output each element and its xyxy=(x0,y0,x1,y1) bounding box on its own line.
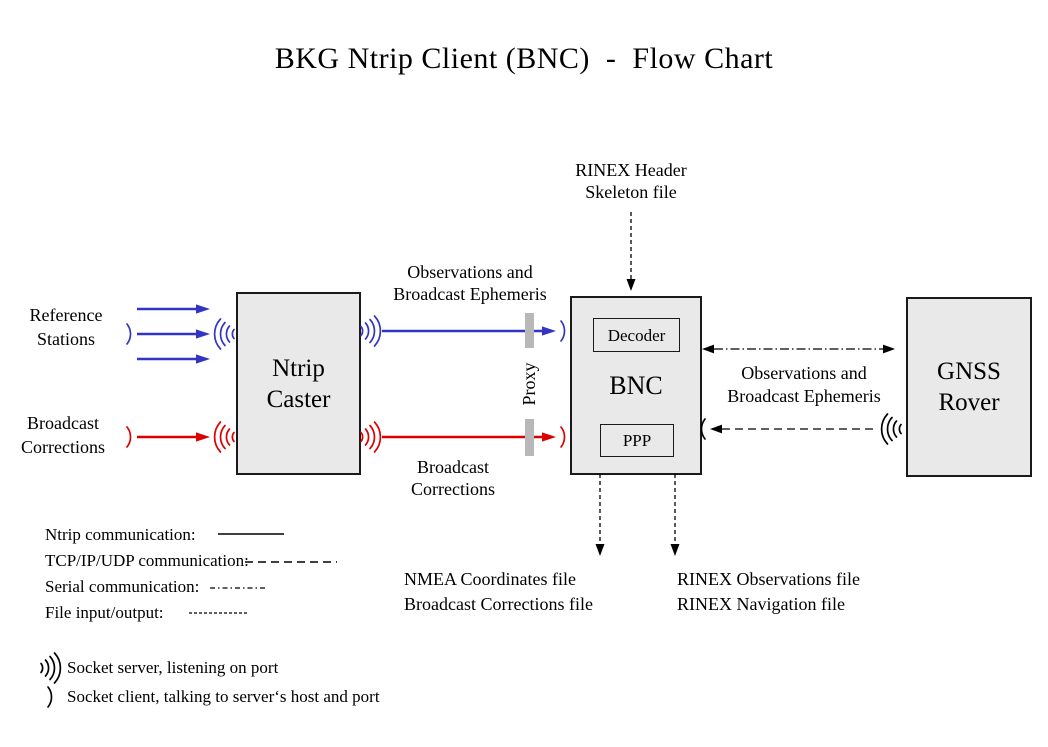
socket-client-icon xyxy=(560,426,566,448)
socket-client-icon xyxy=(47,686,53,708)
socket-server-icon xyxy=(213,318,235,350)
legend-lines xyxy=(189,533,337,614)
label-observations-ephemeris-left: Observations and Broadcast Ephemeris xyxy=(393,262,547,304)
socket-client-icon xyxy=(126,323,132,345)
legend-ntrip-communication: Ntrip communication: xyxy=(45,525,196,544)
rinex-header-input-arrow xyxy=(626,212,636,291)
label-rinex-header-skeleton: RINEX Header Skeleton file xyxy=(575,160,687,202)
label-nmea-outputs: NMEA Coordinates file Broadcast Correcti… xyxy=(404,569,593,614)
proxy-label: Proxy xyxy=(519,362,539,406)
node-bnc: Decoder BNC PPP xyxy=(570,296,702,475)
label-observations-ephemeris-right: Observations and Broadcast Ephemeris xyxy=(727,363,881,406)
socket-client-icon xyxy=(700,418,706,440)
socket-client-icon xyxy=(126,426,132,448)
bnc-rover-serial-arrow xyxy=(702,344,895,354)
label-rinex-outputs: RINEX Observations file RINEX Navigation… xyxy=(677,569,860,614)
legend-socket-client: Socket client, talking to server‘s host … xyxy=(67,687,380,706)
reference-stations-arrows xyxy=(137,304,210,364)
socket-server-icon xyxy=(360,315,382,347)
label-broadcast-corrections-input: Broadcast Corrections xyxy=(21,413,105,457)
socket-server-icon xyxy=(40,652,62,684)
node-ntrip-caster: Ntrip Caster xyxy=(236,292,361,475)
legend-file-io: File input/output: xyxy=(45,603,164,622)
rover-to-bnc-tcp-arrow xyxy=(710,424,878,434)
ntrip-to-bnc-observations-arrow xyxy=(382,326,556,336)
page-title: BKG Ntrip Client (BNC) - Flow Chart xyxy=(274,42,774,75)
node-bnc-label: BNC xyxy=(609,371,663,400)
label-reference-stations: Reference Stations xyxy=(29,305,103,349)
legend-tcp-communication: TCP/IP/UDP communication: xyxy=(45,551,249,570)
socket-client-icon xyxy=(560,320,566,342)
socket-server-icon xyxy=(880,413,902,445)
socket-server-icon xyxy=(213,421,235,453)
ntrip-to-bnc-corrections-arrow xyxy=(382,432,556,442)
legend-socket-server: Socket server, listening on port xyxy=(67,658,279,677)
node-gnss-rover: GNSS Rover xyxy=(906,297,1032,477)
node-decoder: Decoder xyxy=(593,318,680,352)
legend-serial-communication: Serial communication: xyxy=(45,577,200,596)
bnc-output-arrows xyxy=(595,474,680,556)
label-broadcast-corrections-mid: Broadcast Corrections xyxy=(411,457,495,499)
broadcast-corrections-input-arrow xyxy=(137,432,210,442)
node-ppp: PPP xyxy=(600,424,674,457)
socket-server-icon xyxy=(360,421,382,453)
